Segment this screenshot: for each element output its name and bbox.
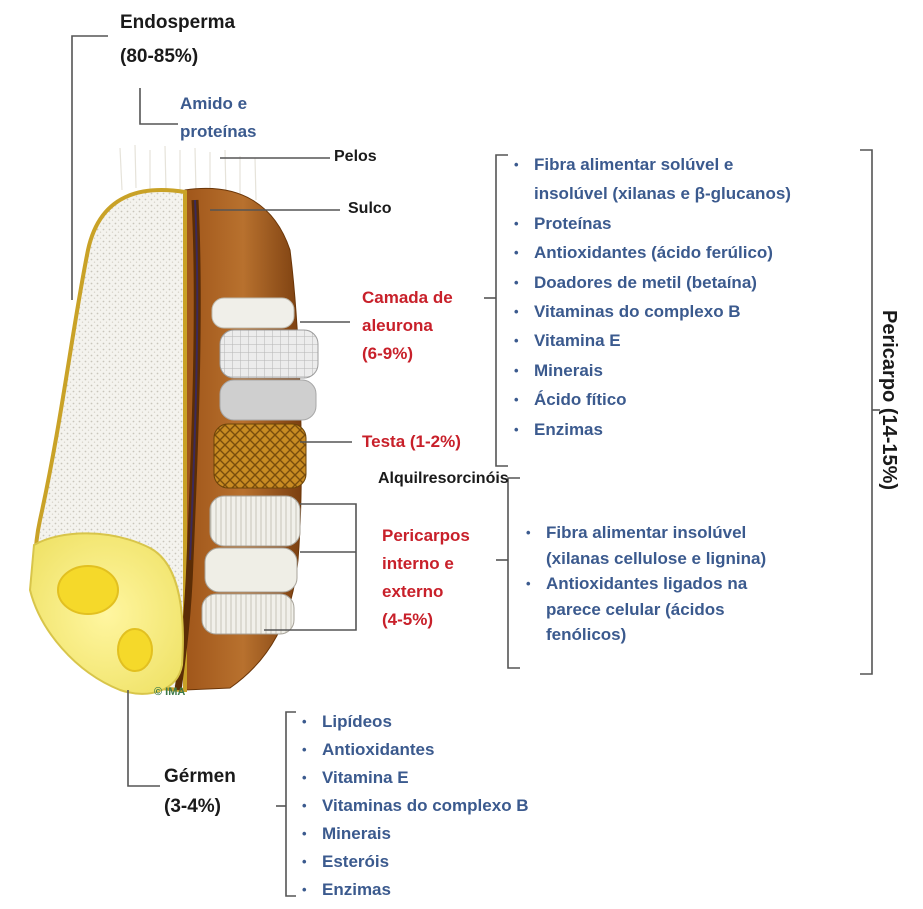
alkylresorcinols-label: Alquilresorcinóis <box>378 470 509 488</box>
list-item: Minerais <box>298 820 529 848</box>
endosperm-percent: (80-85%) <box>120 44 198 70</box>
crease-label: Sulco <box>348 200 392 218</box>
germ-embryo <box>58 566 118 614</box>
endosperm-content-line: proteínas <box>180 118 257 146</box>
endosperm-title: Endosperma <box>120 10 235 36</box>
list-item: Antioxidantes ligados na <box>522 571 766 597</box>
pericarps-label-line: interno e <box>382 550 470 578</box>
testa-label: Testa (1-2%) <box>362 432 461 452</box>
list-item-continuation: (xilanas cellulose e lignina) <box>522 546 766 572</box>
image-credit: © IMA <box>154 686 185 698</box>
list-item: Proteínas <box>510 209 791 238</box>
aleurone-label: Camada de aleurona (6-9%) <box>362 284 453 368</box>
list-item: Vitamina E <box>510 326 791 355</box>
pericarps-label-line: Pericarpos <box>382 522 470 550</box>
hairs-label: Pelos <box>334 148 377 166</box>
aleurone-components-list: Fibra alimentar solúvel e insolúvel (xil… <box>510 150 791 444</box>
list-item: Antioxidantes <box>298 736 529 764</box>
list-item-continuation: fenólicos) <box>522 622 766 648</box>
pericarp-components-list: Fibra alimentar insolúvel (xilanas cellu… <box>522 520 766 648</box>
list-item: Vitamina E <box>298 764 529 792</box>
aleurone-label-line: (6-9%) <box>362 340 453 368</box>
endosperm-content: Amido e proteínas <box>180 90 257 146</box>
list-item: Minerais <box>510 356 791 385</box>
pericarps-label-line: (4-5%) <box>382 606 470 634</box>
pericarps-label: Pericarpos interno e externo (4-5%) <box>382 522 470 634</box>
list-item-continuation: insolúvel (xilanas e β-glucanos) <box>510 179 791 208</box>
germ-components-list: Lipídeos Antioxidantes Vitamina E Vitami… <box>298 708 529 904</box>
list-item: Ácido fítico <box>510 385 791 414</box>
germ-percent: (3-4%) <box>164 794 221 820</box>
list-item: Fibra alimentar insolúvel <box>522 520 766 546</box>
pericarp-total-text: Pericarpo (14-15%) <box>877 310 900 490</box>
list-item: Vitaminas do complexo B <box>298 792 529 820</box>
pericarps-label-line: externo <box>382 578 470 606</box>
endosperm-content-line: Amido e <box>180 90 257 118</box>
aleurone-label-line: Camada de <box>362 284 453 312</box>
list-item-continuation: parece celular (ácidos <box>522 597 766 623</box>
germ-title: Gérmen <box>164 764 236 790</box>
list-item: Lipídeos <box>298 708 529 736</box>
list-item: Antioxidantes (ácido ferúlico) <box>510 238 791 267</box>
pericarp-total-label: Pericarpo (14-15%) <box>876 300 906 560</box>
list-item: Fibra alimentar solúvel e <box>510 150 791 179</box>
list-item: Esteróis <box>298 848 529 876</box>
germ-shape <box>30 533 183 693</box>
list-item: Enzimas <box>510 415 791 444</box>
aleurone-label-line: aleurona <box>362 312 453 340</box>
list-item: Vitaminas do complexo B <box>510 297 791 326</box>
list-item: Enzimas <box>298 876 529 904</box>
list-item: Doadores de metil (betaína) <box>510 268 791 297</box>
